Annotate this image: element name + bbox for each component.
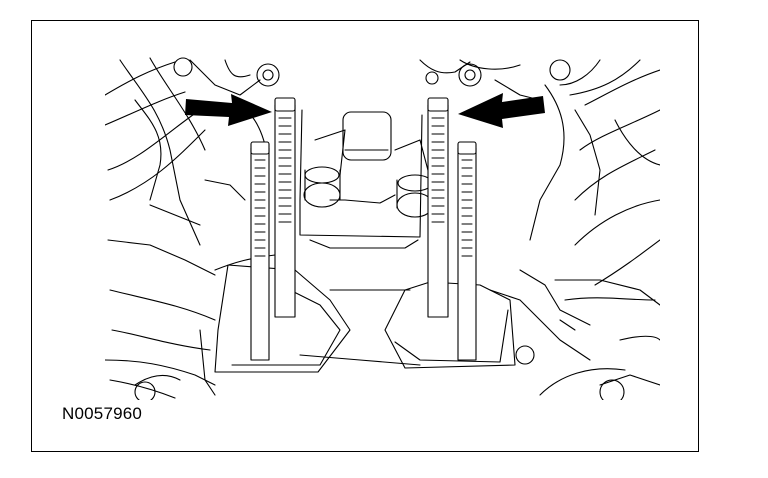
left-arrow-icon [185, 94, 272, 126]
engine-housing [105, 57, 660, 399]
stud-left-tall [274, 97, 296, 318]
right-arrow-icon [458, 93, 545, 128]
figure-id: N0057960 [62, 404, 143, 423]
top-bolt-heads [173, 57, 571, 87]
stud-right-short [457, 141, 477, 361]
mount-bolt-holes [134, 345, 625, 400]
stud-left-short [250, 141, 270, 361]
left-nut [303, 129, 346, 208]
left-pedestal [214, 264, 351, 373]
stud-right-tall [427, 97, 449, 318]
right-pedestal [384, 281, 516, 369]
right-nut [394, 139, 434, 218]
